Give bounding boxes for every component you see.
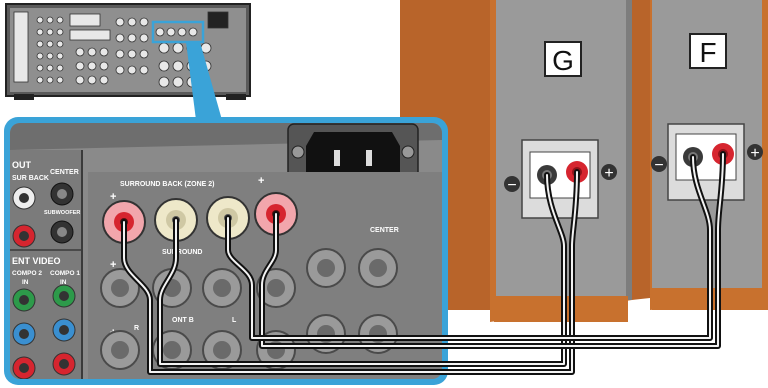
center-terminal-label: CENTER (370, 227, 399, 234)
speaker-right-minus-label: − (654, 157, 663, 174)
surr-back-label: SUR BACK (12, 175, 49, 182)
l-label-bottom: L (232, 317, 237, 324)
plus-mark-2: + (258, 175, 264, 187)
speaker-left-plus-label: + (604, 165, 613, 182)
speaker-right-plus-label: + (750, 145, 759, 162)
rca-jack-center (51, 183, 73, 205)
speaker-left-label: G (552, 45, 574, 76)
component-jack-red-1 (13, 357, 35, 379)
ac-inlet (288, 124, 418, 180)
compo2-in-label: IN (22, 279, 29, 286)
component-jack-blue-2 (53, 319, 75, 341)
component-video-label: ENT VIDEO (12, 256, 61, 266)
rca-jack-surr-back-white (13, 187, 35, 209)
compo2-label: COMPO 2 (12, 270, 42, 277)
rca-jack-subwoofer (51, 221, 73, 243)
component-jack-blue-1 (13, 323, 35, 345)
plus-mark-1: + (110, 191, 116, 203)
r-label-bottom: R (134, 325, 139, 332)
speaker-right: F − + (632, 0, 768, 310)
rca-jack-surr-back-red (13, 225, 35, 247)
center-label: CENTER (50, 169, 79, 176)
speaker-right-terminal-plate (668, 124, 744, 200)
surround-label: SURROUND (162, 249, 202, 256)
subwoofer-label: SUBWOOFER (44, 210, 80, 216)
component-jack-green-2 (53, 285, 75, 307)
surround-back-zone2-label: SURROUND BACK (ZONE 2) (120, 181, 215, 188)
front-b-label: ONT B (172, 317, 194, 324)
out-label: OUT (12, 160, 32, 170)
compo1-label: COMPO 1 (50, 270, 80, 277)
component-jack-red-2 (53, 353, 75, 375)
component-jack-green-1 (13, 289, 35, 311)
receiver-thumbnail (6, 4, 250, 100)
speaker-left-label-box: G (545, 42, 581, 76)
speaker-left-terminal-plate (522, 140, 598, 218)
speaker-right-label: F (699, 37, 716, 68)
speaker-right-label-box: F (690, 34, 726, 68)
speaker-left-minus-label: − (507, 177, 516, 194)
